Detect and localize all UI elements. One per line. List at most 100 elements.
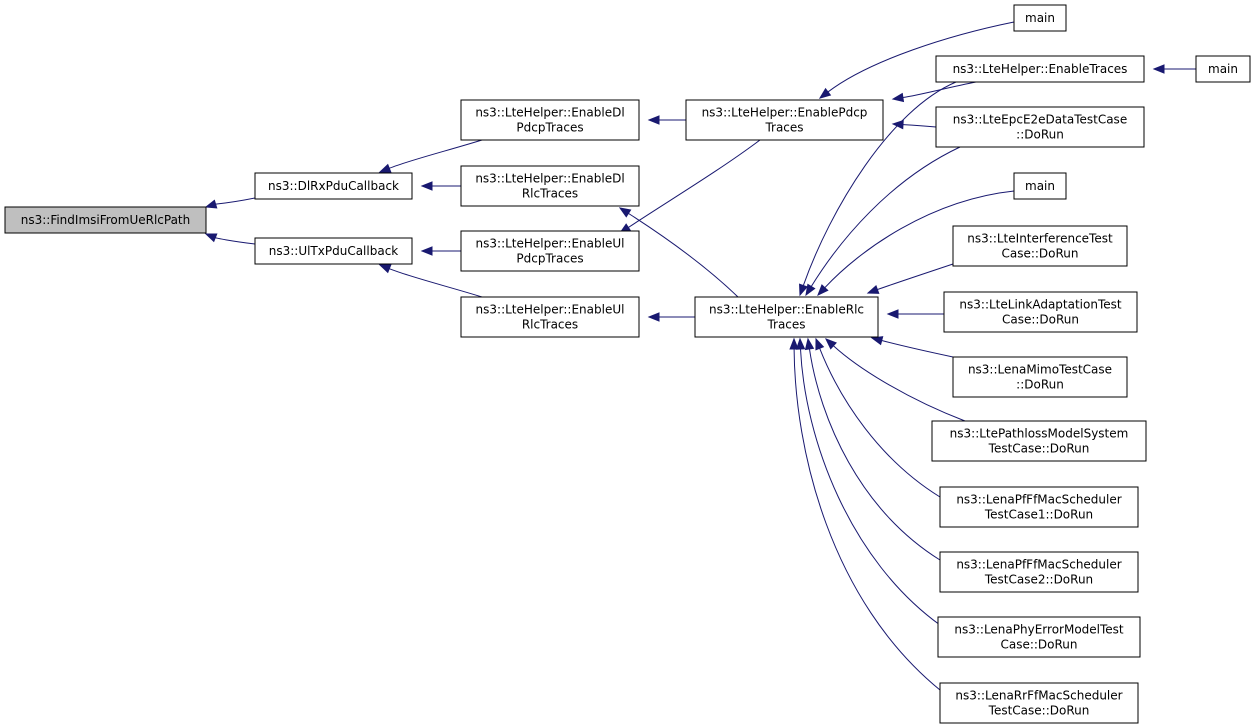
- arrowhead-icon: [204, 199, 218, 209]
- node-label: ns3::UlTxPduCallback: [269, 244, 399, 258]
- call-edge-dlrx-to-find: [204, 197, 256, 209]
- call-edge-endlpdcp-to-dlrx: [378, 139, 483, 173]
- node-box: [937, 616, 1141, 658]
- node-label: Case::DoRun: [1001, 247, 1078, 261]
- call-edge-main1-to-enpdcp: [818, 21, 1015, 99]
- node-label: ::DoRun: [1016, 378, 1064, 392]
- node-box: [952, 225, 1128, 267]
- edge-line: [802, 81, 957, 286]
- node-label: ns3::FindImsiFromUeRlcPath: [21, 213, 191, 227]
- edge-line: [389, 139, 483, 169]
- node-label: ns3::LteEpcE2eDataTestCase: [953, 113, 1127, 127]
- node-box: [939, 682, 1139, 724]
- node-label: TestCase::DoRun: [988, 442, 1090, 456]
- node-box: [460, 296, 640, 338]
- edge-line: [808, 348, 941, 561]
- node-label: ns3::LteHelper::EnableDl: [475, 106, 624, 120]
- node-label: ns3::LenaMimoTestCase: [968, 363, 1112, 377]
- node-label: ns3::LenaPfFfMacScheduler: [956, 493, 1121, 507]
- edge-line: [793, 348, 941, 691]
- edge-line: [881, 340, 954, 358]
- node-pf2[interactable]: ns3::LenaPfFfMacSchedulerTestCase2::DoRu…: [939, 551, 1139, 593]
- node-label: TestCase2::DoRun: [984, 573, 1093, 587]
- node-box: [460, 230, 640, 272]
- node-box: [931, 420, 1147, 462]
- node-label: Case::DoRun: [1000, 638, 1077, 652]
- arrowhead-icon: [420, 246, 433, 256]
- node-label: Traces: [766, 318, 805, 332]
- node-main1[interactable]: main: [1013, 4, 1067, 32]
- node-label: ns3::LteHelper::EnableDl: [475, 172, 624, 186]
- node-label: TestCase1::DoRun: [984, 508, 1093, 522]
- node-label: main: [1025, 179, 1055, 193]
- node-box: [4, 206, 207, 234]
- arrowhead-icon: [886, 309, 899, 319]
- arrowhead-icon: [866, 284, 880, 294]
- node-label: ns3::LteHelper::EnableTraces: [953, 62, 1128, 76]
- call-edge-enrlc-to-endlrlc: [618, 207, 739, 298]
- call-edge-entraces-to-enrlc: [799, 81, 957, 297]
- node-dlrx[interactable]: ns3::DlRxPduCallback: [254, 172, 413, 200]
- arrowhead-icon: [817, 284, 829, 296]
- arrowhead-icon: [1152, 64, 1165, 74]
- call-edge-linkad-to-enrlc: [886, 309, 944, 319]
- node-box: [939, 486, 1139, 528]
- node-label: ns3::LteHelper::EnablePdcp: [702, 106, 868, 120]
- edge-line: [215, 237, 256, 245]
- node-pathloss[interactable]: ns3::LtePathlossModelSystemTestCase::DoR…: [931, 420, 1147, 462]
- node-box: [1013, 4, 1067, 32]
- node-ultx[interactable]: ns3::UlTxPduCallback: [254, 237, 413, 265]
- arrowhead-icon: [804, 337, 815, 351]
- node-label: PdcpTraces: [516, 121, 583, 135]
- node-main2[interactable]: main: [1195, 55, 1251, 83]
- node-label: ns3::LteLinkAdaptationTest: [959, 298, 1121, 312]
- call-edge-main2-to-entraces: [1152, 64, 1196, 74]
- arrowhead-icon: [815, 337, 825, 351]
- node-label: ns3::LteHelper::EnableUl: [476, 303, 625, 317]
- node-entraces[interactable]: ns3::LteHelper::EnableTraces: [935, 55, 1145, 83]
- node-label: ns3::LtePathlossModelSystem: [950, 427, 1129, 441]
- node-label: main: [1208, 62, 1238, 76]
- arrowhead-icon: [818, 87, 832, 99]
- call-edge-enpdcp-to-endlpdcp: [647, 115, 686, 125]
- arrowhead-icon: [647, 312, 660, 322]
- call-edge-enulrlc-to-ultx: [378, 264, 483, 298]
- node-box: [952, 356, 1128, 398]
- node-box: [460, 99, 640, 141]
- node-box: [939, 551, 1139, 593]
- node-epce2e[interactable]: ns3::LteEpcE2eDataTestCase::DoRun: [935, 106, 1145, 148]
- node-find: ns3::FindImsiFromUeRlcPath: [4, 206, 207, 234]
- node-mimo[interactable]: ns3::LenaMimoTestCase::DoRun: [952, 356, 1128, 398]
- node-label: PdcpTraces: [516, 252, 583, 266]
- node-main3[interactable]: main: [1013, 172, 1067, 200]
- arrowhead-icon: [618, 207, 632, 218]
- node-label: ns3::LenaPfFfMacScheduler: [956, 558, 1121, 572]
- call-edge-pathloss-to-enrlc: [825, 338, 966, 422]
- arrowhead-icon: [795, 337, 806, 350]
- call-edge-epce2e-to-enpdcp: [891, 119, 937, 130]
- arrowhead-icon: [204, 233, 218, 243]
- node-label: ns3::LteHelper::EnableUl: [476, 237, 625, 251]
- call-edge-interf-to-enrlc: [866, 263, 954, 294]
- edge-line: [215, 197, 256, 205]
- call-edge-rr-to-enrlc: [789, 337, 941, 691]
- node-label: main: [1025, 11, 1055, 25]
- node-box: [943, 291, 1138, 333]
- edge-line: [628, 139, 761, 228]
- node-pf1[interactable]: ns3::LenaPfFfMacSchedulerTestCase1::DoRu…: [939, 486, 1139, 528]
- arrowhead-icon: [805, 283, 816, 297]
- node-label: RlcTraces: [522, 187, 578, 201]
- edge-line: [833, 345, 966, 422]
- edge-line: [902, 81, 977, 99]
- arrowhead-icon: [789, 337, 799, 350]
